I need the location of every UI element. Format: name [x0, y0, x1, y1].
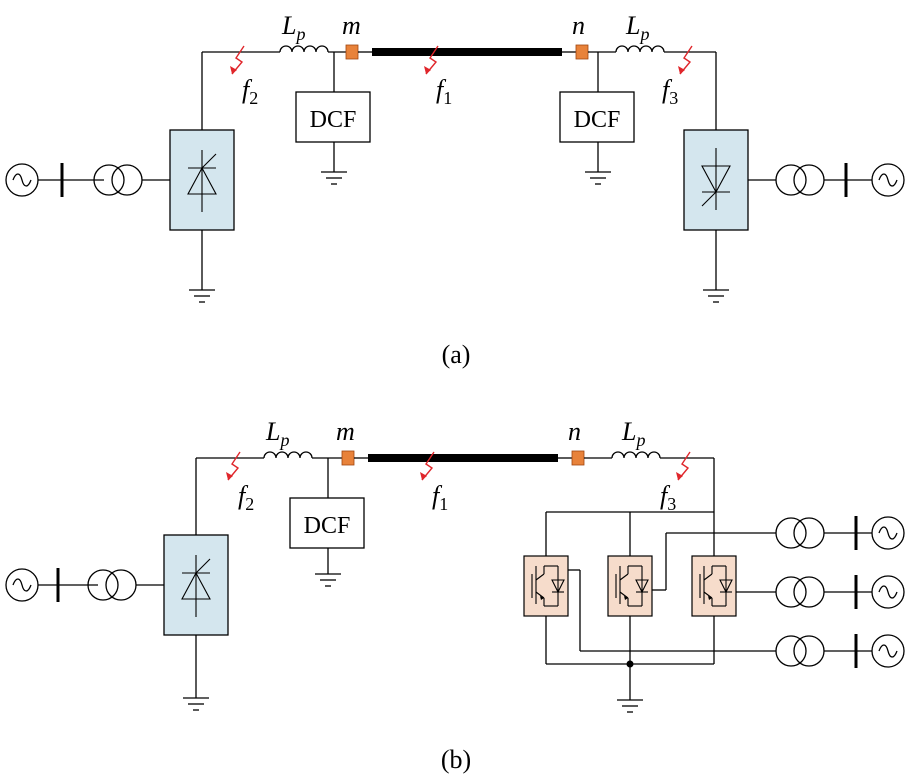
mmc-arm-1: [523, 555, 569, 617]
mmc-arm-2: [607, 555, 653, 617]
caption-a: (a): [442, 340, 471, 369]
ground-icon: [616, 699, 644, 713]
fault-f1-label: f1: [436, 75, 452, 108]
fault-f2-icon: [225, 451, 241, 481]
inductor-label-left: Lp: [281, 11, 305, 44]
ac-source-icon: [871, 516, 905, 550]
node-m-label-b: m: [336, 417, 355, 446]
panel-a: DCF DCF Lp m n Lp f: [5, 11, 905, 369]
dc-transmission-line: [372, 48, 562, 56]
node-n-marker-b: [571, 450, 585, 466]
dcf-label-right: DCF: [574, 107, 621, 133]
dcf-box-left: [295, 91, 371, 143]
ac-source-icon: [871, 575, 905, 609]
ac-source-icon: [5, 163, 39, 197]
fault-f3-label-b: f3: [660, 481, 676, 514]
inductor-label-left-b: Lp: [265, 417, 289, 450]
transformer-icon: [775, 164, 825, 196]
fault-f3-label: f3: [662, 75, 678, 108]
ac-source-icon: [871, 634, 905, 668]
inductor-label-right: Lp: [625, 11, 649, 44]
node-m-marker-b: [341, 450, 355, 466]
panel-b: DCF: [5, 417, 905, 774]
ground-icon: [584, 171, 612, 185]
fault-f3-icon: [677, 45, 693, 75]
inductor-label-right-b: Lp: [621, 417, 645, 450]
ground-icon: [320, 171, 348, 185]
caption-b: (b): [441, 745, 471, 774]
transformer-icon: [775, 517, 825, 549]
fault-f3-icon: [675, 451, 691, 481]
mmc-arm-3: [691, 555, 737, 617]
transformer-icon: [775, 576, 825, 608]
fault-f2-label-b: f2: [238, 481, 254, 514]
dc-transmission-line-b: [368, 454, 558, 462]
node-m-label: m: [342, 11, 361, 40]
node-n-marker: [575, 44, 589, 60]
dcf-label-left: DCF: [310, 107, 357, 133]
inductor-right-b: [611, 451, 661, 459]
ac-source-icon: [871, 163, 905, 197]
fault-f1-label-b: f1: [432, 481, 448, 514]
dcf-box-right: [559, 91, 635, 143]
inductor-right: [615, 45, 665, 53]
fault-f2-icon: [229, 45, 245, 75]
fault-f2-label: f2: [242, 75, 258, 108]
ground-icon: [314, 573, 342, 587]
transformer-icon: [775, 635, 825, 667]
node-n-label: n: [572, 11, 585, 40]
node-m-marker: [345, 44, 359, 60]
inductor-left-b: [263, 451, 313, 459]
ground-icon: [182, 697, 210, 711]
ac-source-icon: [5, 568, 39, 602]
node-n-label-b: n: [568, 417, 581, 446]
ground-icon: [702, 289, 730, 303]
ground-icon: [188, 289, 216, 303]
dcf-label-b: DCF: [304, 513, 351, 539]
dcf-box-b: [289, 497, 365, 549]
inductor-left: [279, 45, 329, 53]
